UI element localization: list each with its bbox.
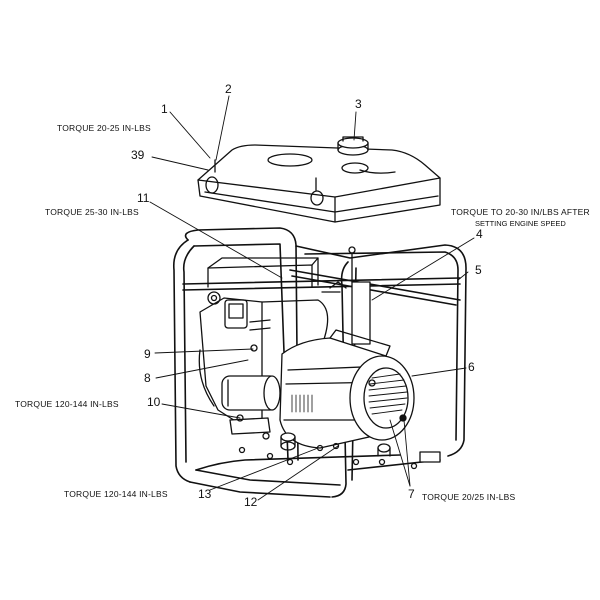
muffler: [221, 375, 281, 411]
callout-39: 39: [131, 148, 145, 162]
callout-8: 8: [144, 371, 151, 385]
torque-note-muffler: TORQUE 120-144 IN-LBS: [15, 399, 119, 409]
alternator: [279, 329, 415, 449]
callout-1: 1: [161, 102, 168, 116]
fuel-cap: [337, 136, 369, 156]
torque-note-engine-speed-line2: SETTING ENGINE SPEED: [475, 219, 566, 228]
callout-13: 13: [198, 487, 212, 501]
mounts: [229, 414, 441, 470]
callout-12: 12: [244, 495, 258, 509]
torque-note-mounts: TORQUE 120-144 IN-LBS: [64, 489, 168, 499]
torque-note-engine-speed-line1: TORQUE TO 20-30 IN/LBS AFTER: [451, 207, 590, 217]
callout-7: 7: [408, 487, 415, 501]
torque-note-alternator: TORQUE 20/25 IN-LBS: [422, 492, 516, 502]
callout-4: 4: [476, 227, 483, 241]
control-box: [207, 246, 371, 345]
callout-11: 11: [137, 191, 150, 205]
callout-3: 3: [355, 97, 362, 111]
fuel-tank: [197, 144, 441, 223]
callout-10: 10: [147, 395, 161, 409]
callout-6: 6: [468, 360, 475, 374]
callout-2: 2: [225, 82, 232, 96]
torque-note-control-box: TORQUE 25-30 IN-LBS: [45, 207, 139, 217]
callout-9: 9: [144, 347, 151, 361]
callout-5: 5: [475, 263, 482, 277]
torque-note-tank: TORQUE 20-25 IN-LBS: [57, 123, 151, 133]
frame: [172, 227, 467, 498]
leader-lines: [149, 95, 475, 501]
